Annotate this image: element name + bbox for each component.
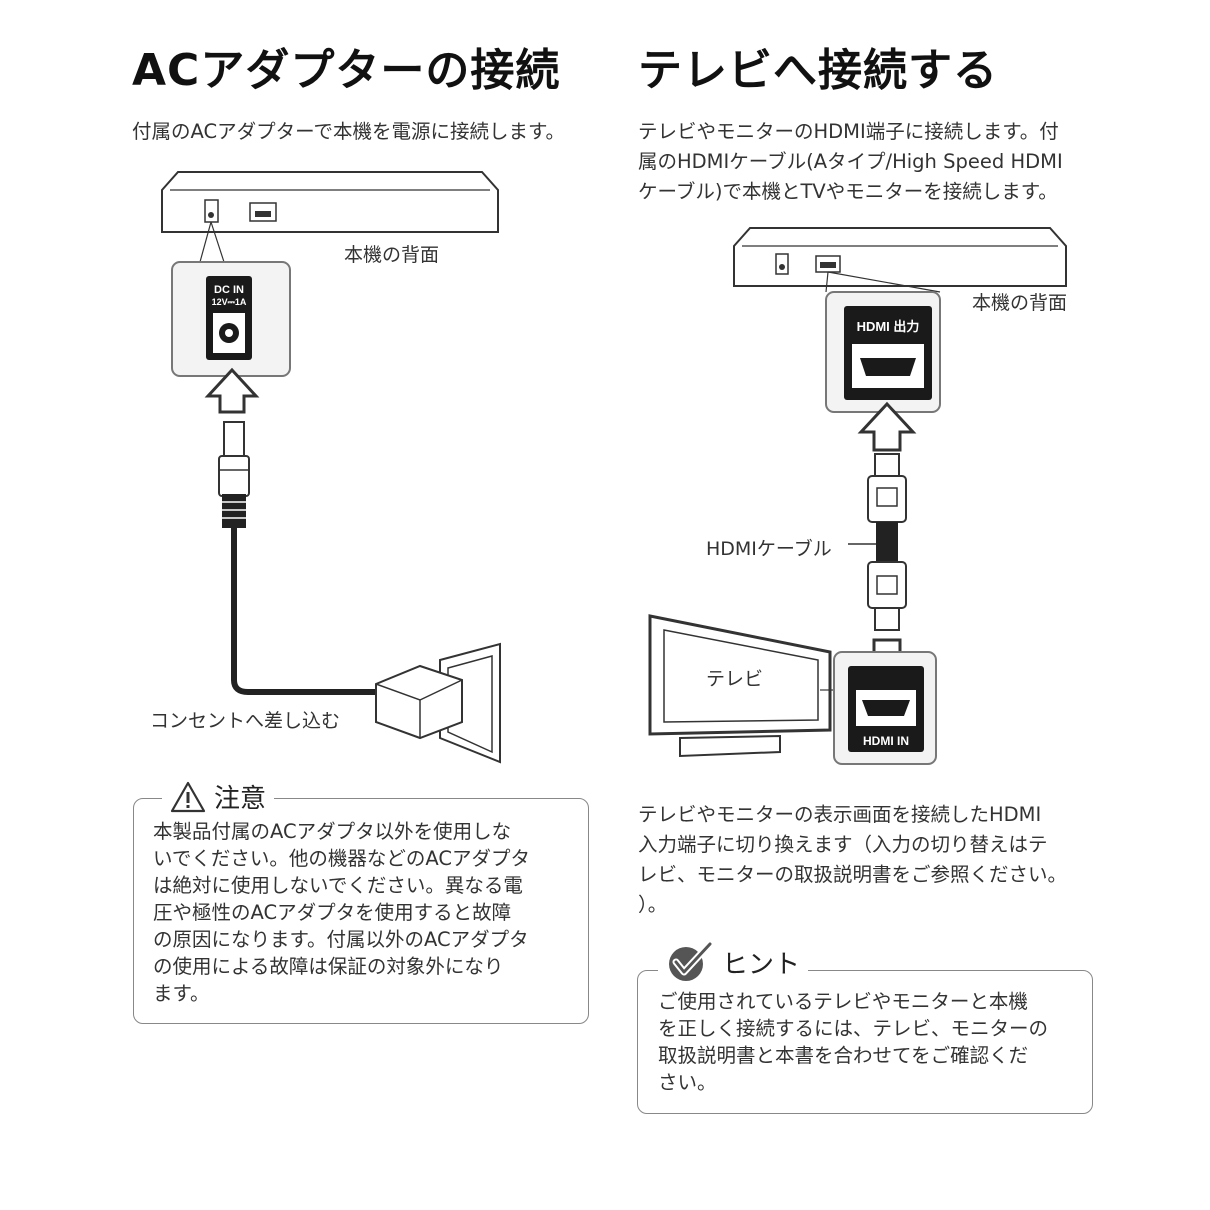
wall-outlet — [375, 642, 501, 764]
up-arrow-icon — [204, 367, 260, 414]
switch-instructions: テレビやモニターの表示画面を接続したHDMI 入力端子に切り換えます（入力の切り… — [638, 800, 1108, 920]
switch-line: ）。 — [638, 893, 668, 916]
hdmi-in-text: HDMI IN — [863, 734, 909, 748]
checkmark-icon — [669, 940, 714, 981]
player-back-left — [161, 171, 499, 263]
dc-in-zoom: DC IN 12V⎓1A — [171, 261, 291, 377]
hdmi-cable — [848, 453, 907, 631]
caution-box — [133, 798, 589, 1024]
hint-line: 取扱説明書と本書を合わせてをご確認くだ — [658, 1044, 1029, 1067]
left-intro: 付属のACアダプターで本機を電源に接続します。 — [132, 120, 565, 143]
switch-line: 入力端子に切り換えます（入力の切り替えはテ — [638, 833, 1048, 856]
up-arrow-icon — [857, 401, 917, 452]
caution-line: 本製品付属のACアダプタ以外を使用しな — [153, 820, 512, 843]
caution-body: 本製品付属のACアダプタ以外を使用しな いでください。他の機器などのACアダプタ… — [153, 818, 573, 1007]
dc-in-rating: 12V⎓1A — [212, 297, 247, 307]
hint-body: ご使用されているテレビやモニターと本機 を正しく接続するには、テレビ、モニターの… — [658, 988, 1078, 1096]
hdmi-out-text: HDMI 出力 — [857, 319, 920, 334]
hint-heading-text: ヒント — [722, 949, 801, 980]
caution-line: ます。 — [153, 982, 210, 1005]
player-back-right — [733, 227, 1067, 293]
hint-line: さい。 — [658, 1071, 717, 1094]
outlet-label: コンセントへ差し込む — [150, 710, 341, 732]
tv-illustration — [648, 614, 834, 758]
caution-line: は絶対に使用しないでください。異なる電 — [153, 874, 523, 897]
caution-heading-text: 注意 — [214, 784, 267, 814]
hint-box — [637, 970, 1093, 1114]
right-intro: テレビやモニターのHDMI端子に接続します。付 属のHDMIケーブル(Aタイプ/… — [638, 117, 1108, 207]
switch-line: テレビやモニターの表示画面を接続したHDMI — [638, 803, 1042, 826]
tv-label: テレビ — [706, 668, 764, 690]
caution-line: いでください。他の機器などのACアダプタ — [153, 847, 531, 870]
right-intro-line: ケーブル)で本機とTVやモニターを接続します。 — [638, 180, 1058, 203]
right-back-label: 本機の背面 — [972, 292, 1068, 314]
power-cable — [231, 528, 380, 695]
hdmi-out-zoom: HDMI 出力 — [825, 291, 941, 413]
dc-in-text: DC IN — [214, 284, 244, 296]
hdmi-cable-label: HDMIケーブル — [706, 538, 832, 560]
right-title: テレビへ接続する — [638, 45, 998, 96]
caution-line: の原因になります。付属以外のACアダプタ — [153, 928, 529, 951]
left-back-label: 本機の背面 — [344, 244, 440, 266]
right-intro-line: テレビやモニターのHDMI端子に接続します。付 — [638, 120, 1059, 143]
dc-plug — [218, 421, 250, 528]
caution-line: 圧や極性のACアダプタを使用すると故障 — [153, 901, 512, 924]
right-intro-line: 属のHDMIケーブル(Aタイプ/High Speed HDMI — [638, 150, 1063, 173]
hint-line: を正しく接続するには、テレビ、モニターの — [658, 1017, 1049, 1040]
warning-triangle-icon — [170, 781, 206, 812]
left-title: ACアダプターの接続 — [132, 45, 561, 96]
hdmi-in-zoom: HDMI IN — [833, 651, 937, 765]
switch-line: レビ、モニターの取扱説明書をご参照ください。 — [638, 863, 1068, 886]
hint-heading: ヒント — [658, 940, 809, 984]
caution-line: の使用による故障は保証の対象外になり — [153, 955, 504, 978]
caution-heading: 注意 — [162, 778, 275, 815]
hint-line: ご使用されているテレビやモニターと本機 — [658, 990, 1028, 1013]
